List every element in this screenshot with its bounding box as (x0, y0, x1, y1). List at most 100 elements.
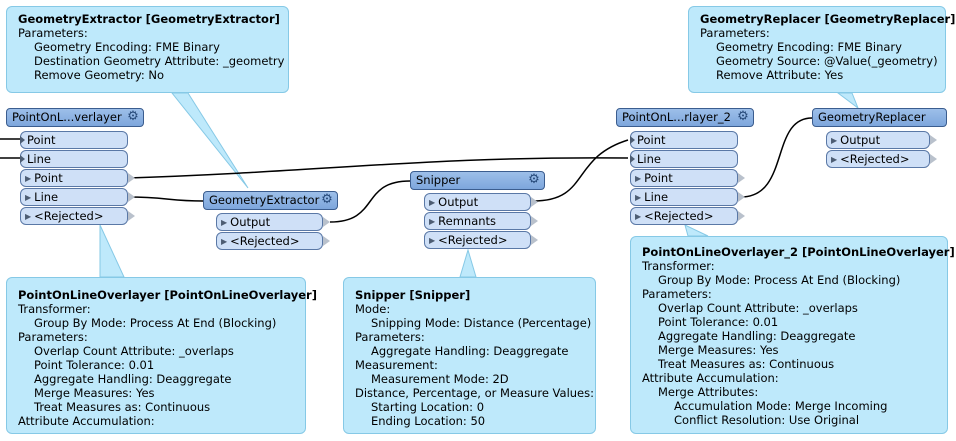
port-label: Remnants (438, 214, 497, 228)
transformer-header[interactable]: GeometryExtractor ⚙ (203, 191, 338, 210)
annotation-line: Geometry Source: @Value(_geometry) (716, 54, 938, 68)
annotation-geometry-replacer: GeometryReplacer [GeometryReplacer] Para… (688, 6, 956, 93)
transformer-name: PointOnL...verlayer (12, 110, 122, 124)
output-connector-icon[interactable] (323, 217, 330, 227)
input-arrow-icon (20, 136, 25, 144)
output-port-point[interactable]: ▶Point (20, 169, 128, 187)
output-connector-icon[interactable] (128, 211, 135, 221)
triangle-right-icon: ▶ (221, 237, 228, 246)
output-connector-icon[interactable] (323, 236, 330, 246)
annotation-line: Parameters: (18, 330, 88, 344)
port-label: Line (34, 190, 59, 204)
triangle-right-icon: ▶ (221, 218, 228, 227)
port-label: Point (644, 171, 673, 185)
annotation-line: Transformer: (642, 259, 715, 273)
output-connector-icon[interactable] (128, 173, 135, 183)
input-arrow-icon (630, 155, 635, 163)
output-port-output[interactable]: ▶Output (216, 213, 323, 231)
annotation-line: Accumulation Mode: Merge Incoming (674, 399, 888, 413)
wire-point-to-overlayer2-line (127, 157, 629, 179)
annotation-title: GeometryExtractor [GeometryExtractor] (18, 12, 280, 26)
port-label: Point (27, 133, 56, 147)
annotation-line: Point Tolerance: 0.01 (34, 358, 155, 372)
output-port-rejected[interactable]: ▶<Rejected> (826, 150, 930, 168)
annotation-line: Merge Measures: Yes (34, 386, 155, 400)
gear-icon[interactable]: ⚙ (127, 109, 139, 124)
triangle-right-icon: ▶ (429, 236, 436, 245)
output-connector-icon[interactable] (930, 154, 937, 164)
annotation-line: Attribute Accumulation: (18, 414, 155, 428)
annotation-line: Distance, Percentage, or Measure Values: (355, 386, 594, 400)
annotation-line: Point Tolerance: 0.01 (658, 315, 779, 329)
output-connector-icon[interactable] (738, 192, 745, 202)
output-port-line[interactable]: ▶Line (630, 188, 738, 206)
annotation-geometry-extractor: GeometryExtractor [GeometryExtractor] Pa… (6, 6, 289, 93)
transformer-header[interactable]: Snipper ⚙ (410, 171, 545, 190)
port-label: <Rejected> (644, 209, 714, 223)
gear-icon[interactable]: ⚙ (737, 109, 749, 124)
output-port-point[interactable]: ▶Point (630, 169, 738, 187)
annotation-pointer (459, 248, 477, 278)
annotation-line: Measurement Mode: 2D (371, 372, 509, 386)
triangle-right-icon: ▶ (635, 174, 642, 183)
output-port-rejected[interactable]: ▶<Rejected> (424, 231, 531, 249)
transformer-name: Snipper (416, 173, 461, 187)
annotation-line: Aggregate Handling: Deaggregate (658, 329, 856, 343)
output-port-rejected[interactable]: ▶<Rejected> (20, 207, 128, 225)
output-connector-icon[interactable] (738, 211, 745, 221)
port-label: <Rejected> (438, 233, 508, 247)
wire-overlayer2-to-replacer (740, 117, 813, 198)
annotation-line: Ending Location: 50 (371, 414, 486, 428)
output-connector-icon[interactable] (531, 216, 538, 226)
wire-line-to-extractor (127, 196, 204, 202)
annotation-line: Geometry Encoding: FME Binary (716, 40, 902, 54)
transformer-header[interactable]: PointOnL...verlayer ⚙ (6, 108, 144, 127)
output-port-line[interactable]: ▶Line (20, 188, 128, 206)
annotation-title: Snipper [Snipper] (355, 288, 471, 302)
port-label: Point (637, 133, 666, 147)
output-port-rejected[interactable]: ▶<Rejected> (216, 232, 323, 250)
annotation-line: Aggregate Handling: Deaggregate (371, 344, 569, 358)
input-port-line[interactable]: Line (20, 150, 128, 168)
triangle-right-icon: ▶ (25, 212, 32, 221)
input-port-line[interactable]: Line (630, 150, 738, 168)
triangle-right-icon: ▶ (831, 155, 838, 164)
output-port-remnants[interactable]: ▶Remnants (424, 212, 531, 230)
transformer-header[interactable]: GeometryReplacer (812, 108, 947, 127)
output-connector-icon[interactable] (531, 197, 538, 207)
annotation-line: Group By Mode: Process At End (Blocking) (658, 273, 901, 287)
output-port-output[interactable]: ▶Output (826, 131, 930, 149)
output-connector-icon[interactable] (738, 173, 745, 183)
annotation-title: GeometryReplacer [GeometryReplacer] (700, 12, 956, 26)
output-connector-icon[interactable] (531, 235, 538, 245)
annotation-line: Snipping Mode: Distance (Percentage) (371, 316, 592, 330)
annotation-line: Parameters: (355, 330, 425, 344)
port-label: <Rejected> (230, 234, 300, 248)
input-port-point[interactable]: Point (630, 131, 738, 149)
triangle-right-icon: ▶ (429, 217, 436, 226)
transformer-header[interactable]: PointOnL...rlayer_2 ⚙ (616, 108, 754, 127)
port-label: Point (34, 171, 63, 185)
triangle-right-icon: ▶ (25, 174, 32, 183)
transformer-name: PointOnL...rlayer_2 (622, 110, 731, 124)
annotation-line: Geometry Encoding: FME Binary (34, 40, 220, 54)
annotation-line: Overlap Count Attribute: _overlaps (34, 344, 234, 358)
gear-icon[interactable]: ⚙ (321, 192, 333, 207)
annotation-line: Parameters: (18, 26, 88, 40)
annotation-line: Remove Geometry: No (34, 68, 164, 82)
annotation-point-on-line-overlayer: PointOnLineOverlayer [PointOnLineOverlay… (6, 277, 317, 434)
annotation-line: Treat Measures as: Continuous (658, 357, 835, 371)
annotation-line: Attribute Accumulation: (642, 371, 779, 385)
input-port-point[interactable]: Point (20, 131, 128, 149)
annotation-title: PointOnLineOverlayer_2 [PointOnLineOverl… (642, 245, 955, 259)
annotation-line: Conflict Resolution: Use Original (674, 413, 860, 427)
output-port-rejected[interactable]: ▶<Rejected> (630, 207, 738, 225)
input-arrow-icon (630, 136, 635, 144)
port-label: <Rejected> (840, 152, 910, 166)
gear-icon[interactable]: ⚙ (528, 172, 540, 187)
triangle-right-icon: ▶ (635, 212, 642, 221)
annotation-title: PointOnLineOverlayer [PointOnLineOverlay… (18, 288, 317, 302)
output-port-output[interactable]: ▶Output (424, 193, 531, 211)
output-connector-icon[interactable] (128, 192, 135, 202)
output-connector-icon[interactable] (930, 135, 937, 145)
